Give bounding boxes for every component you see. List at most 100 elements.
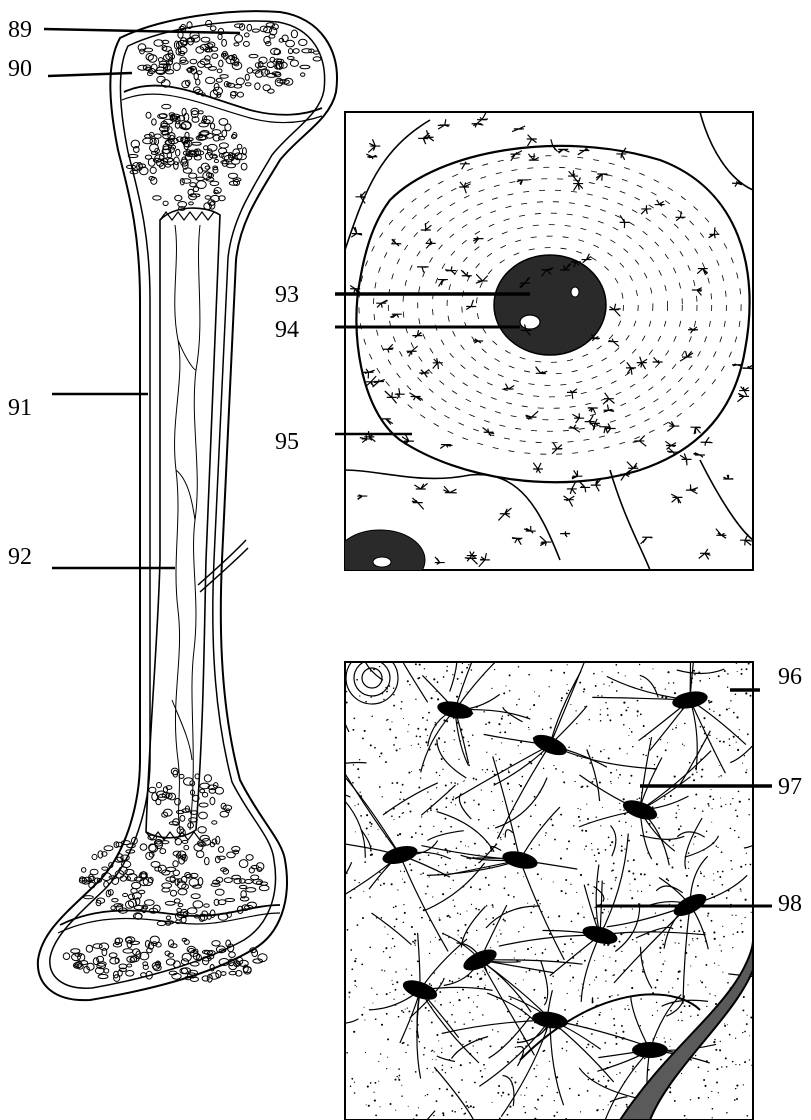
stipple-dot xyxy=(486,905,488,907)
stipple-dot xyxy=(360,815,362,817)
stipple-dot xyxy=(361,964,363,966)
stipple-dot xyxy=(379,756,381,758)
stipple-dot xyxy=(689,762,691,764)
stipple-dot xyxy=(415,699,416,700)
stipple-dot xyxy=(416,1114,418,1116)
stipple-dot xyxy=(401,1085,402,1086)
stipple-dot xyxy=(397,834,399,836)
trabecula xyxy=(299,39,307,45)
stipple-dot xyxy=(426,1068,428,1070)
stipple-dot xyxy=(514,1081,516,1083)
stipple-dot xyxy=(680,919,682,921)
stipple-dot xyxy=(450,888,451,889)
stipple-dot xyxy=(430,799,431,800)
stipple-dot xyxy=(468,1107,470,1109)
stipple-dot xyxy=(670,1010,672,1012)
stipple-dot xyxy=(401,1095,403,1097)
stipple-dot xyxy=(561,700,563,702)
stipple-dot xyxy=(615,960,617,962)
stipple-dot xyxy=(366,814,368,816)
stipple-dot xyxy=(428,876,429,877)
stipple-dot xyxy=(463,1023,465,1025)
stipple-dot xyxy=(550,727,552,729)
stipple-dot xyxy=(595,1023,596,1024)
stipple-dot xyxy=(372,1003,373,1004)
stipple-dot xyxy=(680,1011,682,1013)
stipple-dot xyxy=(391,721,392,722)
stipple-dot xyxy=(616,1074,617,1075)
stipple-dot xyxy=(389,728,391,730)
stipple-dot xyxy=(425,1007,427,1009)
stipple-dot xyxy=(508,1094,510,1096)
stipple-dot xyxy=(536,1065,537,1066)
stipple-dot xyxy=(539,903,540,904)
stipple-dot xyxy=(502,716,503,717)
stipple-dot xyxy=(468,741,469,742)
stipple-dot xyxy=(436,787,437,788)
stipple-dot xyxy=(661,971,662,972)
stipple-dot xyxy=(539,971,541,973)
stipple-dot xyxy=(403,1011,405,1013)
stipple-dot xyxy=(494,669,495,670)
stipple-dot xyxy=(712,1108,714,1110)
trabecula xyxy=(198,878,203,886)
stipple-dot xyxy=(619,748,621,750)
stipple-dot xyxy=(378,879,379,880)
stipple-dot xyxy=(641,891,642,892)
stipple-dot xyxy=(597,848,599,850)
stipple-dot xyxy=(632,1092,634,1094)
stipple-dot xyxy=(739,1064,740,1065)
stipple-dot xyxy=(367,1086,369,1088)
stipple-dot xyxy=(709,708,711,710)
stipple-dot xyxy=(465,867,467,869)
trabecula xyxy=(146,54,153,61)
stipple-dot xyxy=(721,851,723,853)
trabecula xyxy=(93,944,102,949)
stipple-dot xyxy=(729,738,731,740)
stipple-dot xyxy=(573,825,574,826)
stipple-dot xyxy=(483,711,484,712)
stipple-dot xyxy=(609,944,610,945)
stipple-dot xyxy=(419,664,421,666)
stipple-dot xyxy=(475,778,477,780)
stipple-dot xyxy=(500,933,502,935)
stipple-dot xyxy=(684,723,686,725)
stipple-dot xyxy=(383,951,384,952)
stipple-dot xyxy=(389,1103,391,1105)
stipple-dot xyxy=(698,1097,700,1099)
stipple-dot xyxy=(453,880,454,881)
trabecula xyxy=(176,149,180,156)
stipple-dot xyxy=(635,1071,636,1072)
trabecula xyxy=(93,958,98,965)
stipple-dot xyxy=(676,812,677,813)
stipple-dot xyxy=(530,709,531,710)
stipple-dot xyxy=(476,1006,478,1008)
stipple-dot xyxy=(458,934,459,935)
stipple-dot xyxy=(664,1041,666,1043)
stipple-dot xyxy=(497,1092,499,1094)
stipple-dot xyxy=(534,1118,536,1120)
stipple-dot xyxy=(366,1104,367,1105)
stipple-dot xyxy=(396,749,398,751)
stipple-dot xyxy=(492,904,494,906)
stipple-dot xyxy=(645,755,646,756)
stipple-dot xyxy=(432,1059,433,1060)
stipple-dot xyxy=(735,809,737,811)
stipple-dot xyxy=(436,1059,437,1060)
stipple-dot xyxy=(594,854,596,856)
stipple-dot xyxy=(381,917,383,919)
trabecula xyxy=(174,157,180,165)
stipple-dot xyxy=(687,984,688,985)
stipple-dot xyxy=(737,749,739,751)
stipple-dot xyxy=(363,891,364,892)
stipple-dot xyxy=(482,769,483,770)
stipple-dot xyxy=(407,1044,409,1046)
trabecula xyxy=(197,851,204,858)
stipple-dot xyxy=(658,827,660,829)
trabecula xyxy=(207,149,212,155)
stipple-dot xyxy=(454,905,456,907)
stipple-dot xyxy=(603,883,604,884)
stipple-dot xyxy=(473,1106,475,1108)
stipple-dot xyxy=(347,929,349,931)
stipple-dot xyxy=(640,679,641,680)
